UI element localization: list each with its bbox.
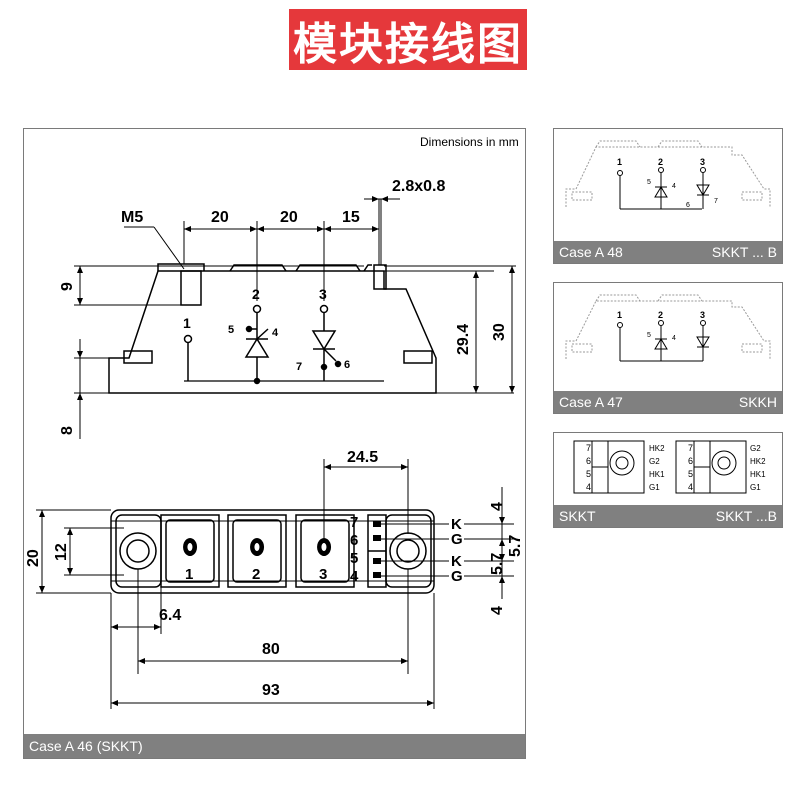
- title-banner: 模块接线图: [289, 9, 527, 70]
- case-a47-panel: 1 2 3 5 4 Case A 47 SKKH: [553, 282, 783, 414]
- svg-text:5: 5: [647, 332, 651, 339]
- dim-12: 12: [53, 543, 70, 561]
- top-pin-3: 3: [319, 566, 327, 583]
- pin-letter-k1: K: [451, 516, 462, 533]
- top-pin-2: 2: [252, 566, 260, 583]
- pin-letter-g2: G: [451, 568, 463, 585]
- side-view: [108, 263, 437, 394]
- case-a47-caption: Case A 47 SKKH: [554, 391, 782, 413]
- pin-number-7: 7: [350, 514, 358, 531]
- svg-text:5: 5: [688, 469, 693, 479]
- svg-text:1: 1: [617, 157, 622, 167]
- svg-text:3: 3: [700, 310, 705, 320]
- dim-15: 15: [342, 209, 360, 226]
- skkt-pinout-caption: SKKT SKKT ...B: [554, 505, 782, 527]
- svg-text:6: 6: [686, 202, 690, 209]
- dim-5-7-bottom: 5.7: [489, 553, 506, 575]
- case-a48-panel: 1 2 3 5 4 6 7 Case A 48 SKKT ... B: [553, 128, 783, 264]
- pin-number-6: 6: [350, 532, 358, 549]
- top-dimension-lines: [36, 459, 435, 709]
- terminal-7-label: 7: [296, 361, 302, 373]
- skkt-pinout-right: SKKT ...B: [715, 508, 777, 524]
- mini-a-g2: G2: [649, 457, 660, 466]
- terminal-2-label: 2: [252, 286, 260, 302]
- circuit-schematic: [183, 304, 342, 385]
- pin-letter-k2: K: [451, 553, 462, 570]
- case-a48-drawing: 1 2 3 5 4 6 7: [565, 140, 771, 210]
- terminal-5-label: 5: [228, 324, 234, 336]
- case-a47-drawing: 1 2 3 5 4: [565, 294, 771, 362]
- svg-text:4: 4: [688, 482, 693, 492]
- case-a48-caption: Case A 48 SKKT ... B: [554, 241, 782, 263]
- svg-text:7: 7: [586, 443, 591, 453]
- mini-a-g1: G1: [649, 483, 660, 492]
- dim-4-top: 4: [489, 502, 506, 511]
- dim-24-5: 24.5: [347, 449, 378, 466]
- mini-a-hk1: HK1: [649, 470, 665, 479]
- skkt-pinout-left: SKKT: [559, 508, 596, 524]
- svg-text:4: 4: [672, 183, 676, 190]
- svg-text:7: 7: [688, 443, 693, 453]
- dim-30: 30: [491, 323, 508, 341]
- dim-80: 80: [262, 641, 280, 658]
- svg-text:2: 2: [658, 157, 663, 167]
- main-drawing-panel: Dimensions in mm: [23, 128, 526, 759]
- mini-b-hk2: HK2: [750, 457, 766, 466]
- pin-number-4: 4: [350, 568, 359, 585]
- dim-8: 8: [59, 426, 76, 435]
- terminal-6-label: 6: [344, 359, 350, 371]
- top-pin-1: 1: [185, 566, 193, 583]
- pin-letter-arrows: [499, 517, 505, 583]
- svg-text:5: 5: [586, 469, 591, 479]
- dim-20-height: 20: [25, 549, 42, 567]
- svg-text:6: 6: [586, 456, 591, 466]
- pin-number-5: 5: [350, 550, 358, 567]
- dim-29-4: 29.4: [455, 324, 472, 355]
- dim-4-bottom: 4: [489, 606, 506, 615]
- top-view-details: [183, 521, 381, 578]
- case-a47-right: SKKH: [738, 394, 777, 410]
- skkt-pinout-drawing: 7 6 5 4 7 6 5 4 HK2 G2 HK1 G1 G2 HK2 HK1 G1: [573, 440, 766, 494]
- main-caption: Case A 46 (SKKT): [24, 734, 525, 758]
- terminal-3-label: 3: [319, 286, 327, 302]
- case-a48-right: SKKT ... B: [711, 244, 777, 260]
- case-a48-left: Case A 48: [559, 244, 623, 260]
- svg-text:5: 5: [647, 179, 651, 186]
- module-drawing: Dimensions in mm: [25, 135, 524, 709]
- mini-a-hk2: HK2: [649, 444, 665, 453]
- svg-text:7: 7: [714, 198, 718, 205]
- dim-2-8x0-8: 2.8x0.8: [392, 178, 445, 195]
- side-dimension-arrows: [77, 196, 515, 400]
- skkt-pinout-panel: 7 6 5 4 7 6 5 4 HK2 G2 HK1 G1 G2 HK2 HK1 G1 SK…: [553, 432, 783, 528]
- top-dimension-arrows: [39, 464, 434, 706]
- svg-text:4: 4: [672, 335, 676, 342]
- svg-text:3: 3: [700, 157, 705, 167]
- terminal-1-label: 1: [183, 315, 191, 331]
- mini-b-g2: G2: [750, 444, 761, 453]
- pin-letter-g1: G: [451, 531, 463, 548]
- mini-b-hk1: HK1: [750, 470, 766, 479]
- svg-text:1: 1: [617, 310, 622, 320]
- svg-text:4: 4: [586, 482, 591, 492]
- svg-text:6: 6: [688, 456, 693, 466]
- case-a47-left: Case A 47: [559, 394, 623, 410]
- dim-20-right: 20: [280, 209, 298, 226]
- side-dimension-lines: [74, 198, 516, 439]
- dim-5-7-top: 5.7: [507, 535, 524, 557]
- dimensions-note: Dimensions in mm: [420, 135, 519, 149]
- dim-m5: M5: [121, 209, 143, 226]
- dim-6-4: 6.4: [159, 607, 181, 624]
- dim-93: 93: [262, 682, 280, 699]
- mini-b-g1: G1: [750, 483, 761, 492]
- page-title: 模块接线图: [293, 18, 523, 70]
- dim-20-left: 20: [211, 209, 229, 226]
- svg-text:2: 2: [658, 310, 663, 320]
- terminal-4-label: 4: [272, 327, 279, 339]
- dim-9: 9: [59, 282, 76, 291]
- top-view: [110, 509, 435, 594]
